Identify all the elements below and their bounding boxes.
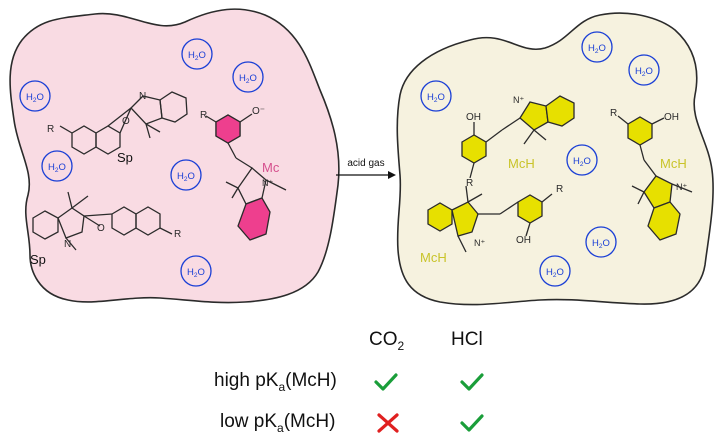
mch-molecule (617, 115, 693, 241)
col-header-co2: CO2 (369, 329, 404, 353)
mch-molecule (427, 185, 553, 253)
col-header-hcl: HCl (451, 329, 483, 350)
water-molecule: H2O (232, 61, 264, 93)
svg-text:H2O: H2O (546, 267, 564, 279)
water-molecule: H2O (420, 80, 452, 112)
svg-text:H2O: H2O (177, 171, 195, 183)
row-label-sub: a (277, 420, 284, 435)
reaction-arrow: acid gas (336, 158, 396, 179)
reaction-scheme: H2O H2O H2O H2O H2O H2O R N O Sp (9, 8, 714, 306)
merocyanine-molecule (205, 113, 287, 241)
svg-text:H2O: H2O (239, 73, 257, 85)
mch-molecule (461, 95, 575, 179)
right-cell-blob (396, 12, 714, 306)
water-molecule: H2O (539, 255, 571, 287)
co2-main: CO (369, 329, 398, 350)
row-label-pre: high pK (214, 370, 279, 391)
row-label-post: (McH) (283, 411, 336, 432)
water-molecule: H2O (19, 80, 51, 112)
check-icon (460, 373, 484, 391)
arrow-label: acid gas (347, 158, 384, 169)
oh-label: OH (664, 112, 679, 123)
mch-label: McH (420, 250, 447, 265)
water-molecule: H2O (585, 226, 617, 258)
water-molecule: H2O (566, 144, 598, 176)
n-plus-label: N⁺ (262, 178, 273, 188)
r-label: R (47, 124, 54, 135)
water-molecule: H2O (181, 38, 213, 70)
n-plus-label: N⁺ (513, 95, 524, 105)
left-cell-blob (9, 8, 340, 304)
o-label: O (97, 223, 105, 234)
svg-text:H2O: H2O (48, 162, 66, 174)
water-molecule: H2O (41, 150, 73, 182)
n-label: N (64, 239, 71, 250)
n-plus-label: N⁺ (676, 182, 687, 192)
svg-text:H2O: H2O (592, 238, 610, 250)
oh-label: OH (466, 112, 481, 123)
svg-text:H2O: H2O (427, 92, 445, 104)
o-minus-label: O⁻ (252, 106, 265, 117)
row-label-pre: low pK (220, 411, 278, 432)
oh-label: OH (516, 235, 531, 246)
r-label: R (466, 178, 473, 189)
cross-icon (377, 413, 399, 433)
right-cell: H2O H2O H2O H2O H2O H2O OH N⁺ McH (396, 12, 714, 306)
spiropyran-molecule (32, 191, 173, 251)
water-molecule: H2O (628, 54, 660, 86)
water-molecule: H2O (180, 255, 212, 287)
mc-ring (215, 114, 241, 144)
r-label: R (174, 229, 181, 240)
row-label-post: (McH) (285, 370, 337, 391)
r-label: R (556, 184, 563, 195)
co2-sub: 2 (397, 338, 405, 353)
check-icon (460, 414, 484, 432)
sp-label: Sp (117, 150, 133, 165)
svg-text:H2O: H2O (635, 66, 653, 78)
n-label: N (139, 91, 146, 102)
water-molecule: H2O (170, 159, 202, 191)
spiropyran-molecule (59, 91, 188, 155)
left-cell: H2O H2O H2O H2O H2O H2O R N O Sp (9, 8, 340, 304)
mch-label: McH (660, 156, 687, 171)
row-label-low: low pKa(McH) (220, 411, 335, 435)
svg-text:H2O: H2O (187, 267, 205, 279)
r-label: R (200, 110, 207, 121)
mch-label: McH (508, 156, 535, 171)
svg-text:H2O: H2O (188, 50, 206, 62)
n-plus-label: N⁺ (474, 238, 485, 248)
mc-label: Mc (262, 160, 280, 175)
water-molecule: H2O (581, 31, 613, 63)
r-label: R (610, 108, 617, 119)
svg-text:H2O: H2O (588, 43, 606, 55)
o-label: O (122, 116, 130, 127)
check-icon (374, 373, 398, 391)
sp-label: Sp (30, 252, 46, 267)
row-label-sub: a (278, 379, 286, 394)
svg-text:H2O: H2O (26, 92, 44, 104)
svg-text:H2O: H2O (573, 156, 591, 168)
row-label-high: high pKa(McH) (214, 370, 337, 394)
